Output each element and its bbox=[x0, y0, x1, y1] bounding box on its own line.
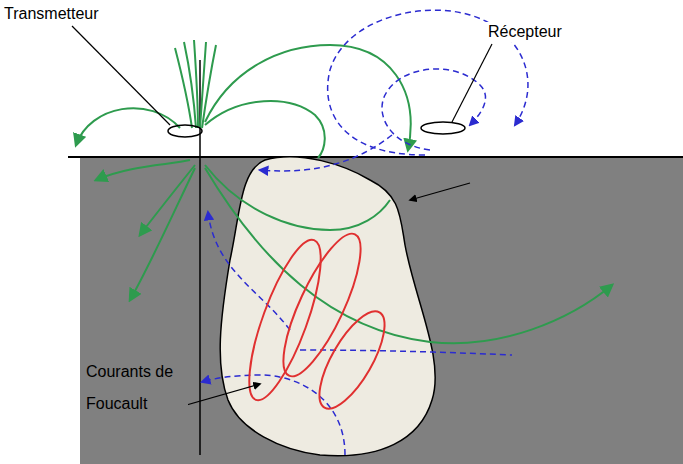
ground-surface bbox=[68, 156, 683, 158]
label: Récepteur bbox=[486, 22, 564, 42]
eddy-currents bbox=[235, 225, 397, 418]
leader-line bbox=[72, 26, 170, 125]
ore-body bbox=[220, 157, 435, 456]
receiver-coil bbox=[421, 122, 465, 134]
secondary-field-lines bbox=[202, 10, 528, 455]
ground bbox=[80, 157, 683, 464]
transmitter-coil bbox=[168, 125, 202, 137]
leader-arrow bbox=[410, 183, 470, 200]
primary-field-lines bbox=[76, 40, 612, 343]
leader-line bbox=[452, 44, 492, 122]
label: Courants de Foucault bbox=[84, 356, 188, 420]
label: Transmetteur bbox=[2, 4, 101, 24]
